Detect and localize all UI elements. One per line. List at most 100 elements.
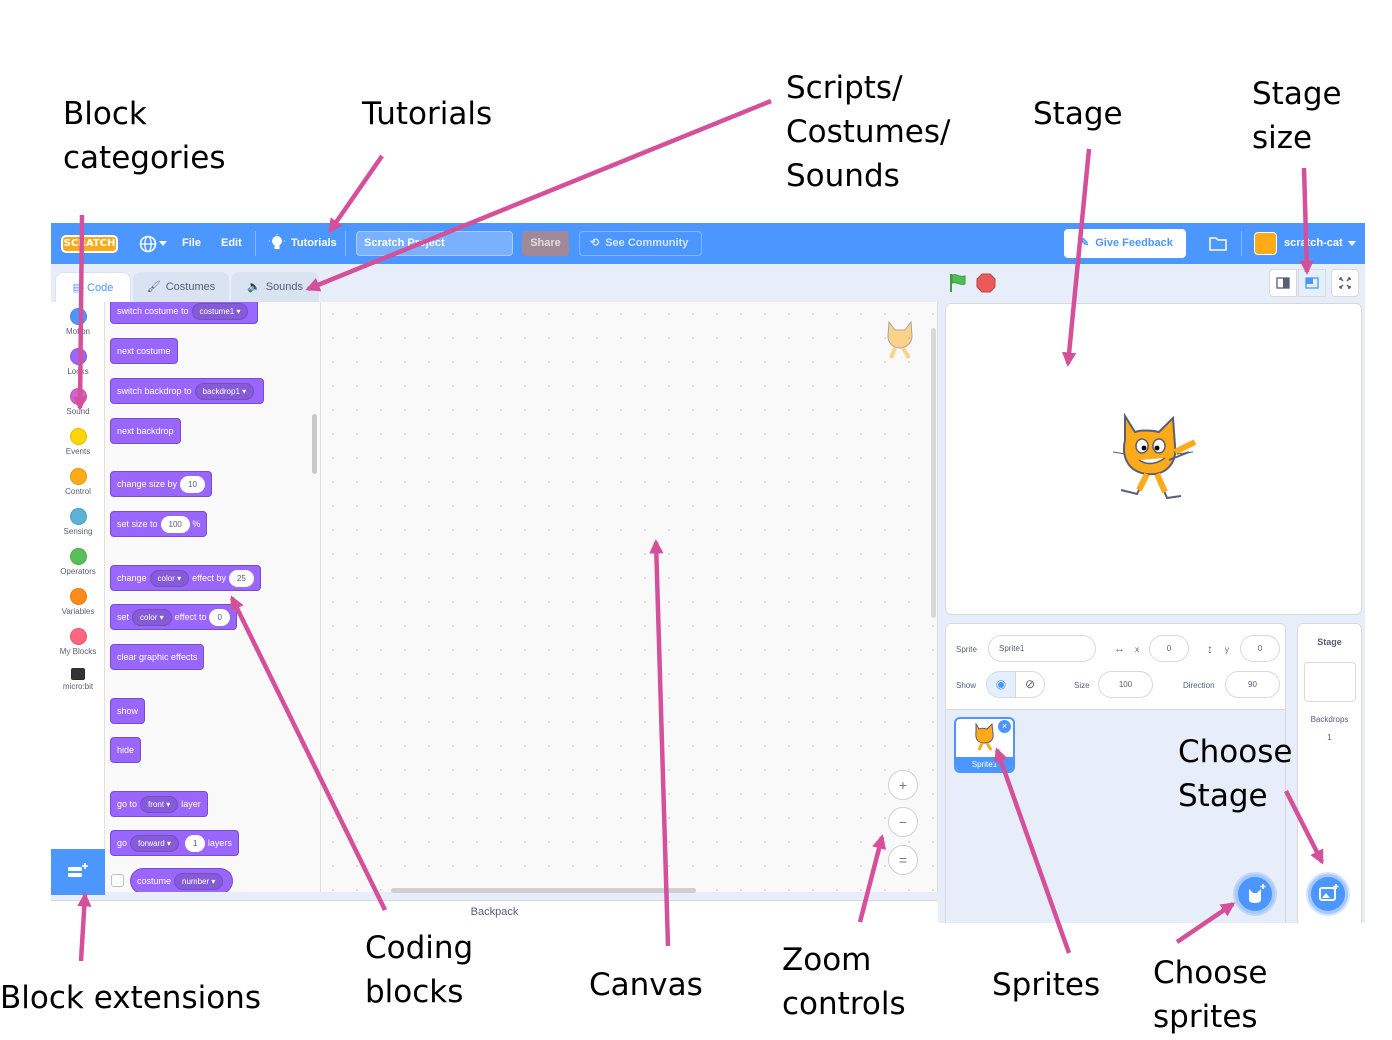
small-stage-button[interactable] <box>1269 269 1297 297</box>
scratch-logo[interactable]: SCRATCH <box>61 235 118 253</box>
green-flag-icon[interactable] <box>949 273 967 293</box>
sprite-list: Sprite1 × <box>945 710 1286 923</box>
eye-slash-icon: ⊘ <box>1024 677 1036 691</box>
edit-menu[interactable]: Edit <box>221 237 242 249</box>
choose-sprite-button[interactable] <box>1235 874 1275 914</box>
stage-panel-title: Stage <box>1317 637 1342 647</box>
hide-block[interactable]: hide <box>110 737 142 763</box>
annotation-stage-size: Stage size <box>1252 76 1342 156</box>
username-label[interactable]: scratch-cat <box>1284 237 1343 249</box>
stop-icon[interactable] <box>976 273 996 293</box>
layer-dropdown[interactable]: front ▾ <box>140 796 179 814</box>
show-hidden-button[interactable]: ⊘ <box>1015 671 1045 698</box>
block-text: switch backdrop to <box>117 386 192 396</box>
see-community-button[interactable]: ⟲ See Community <box>579 231 702 256</box>
normal-stage-icon <box>1305 277 1319 289</box>
pencil-icon: ✎ <box>1080 237 1090 249</box>
palette-scrollbar[interactable] <box>312 414 317 474</box>
code-canvas[interactable]: + − = <box>321 302 938 893</box>
category-operators[interactable]: Operators <box>51 548 105 576</box>
effect-dropdown[interactable]: color ▾ <box>132 609 172 627</box>
category-label: Operators <box>60 567 96 576</box>
clear-effects-block[interactable]: clear graphic effects <box>110 644 205 670</box>
block-text: switch costume to <box>117 306 189 316</box>
add-extension-button[interactable] <box>51 849 105 895</box>
next-backdrop-block[interactable]: next backdrop <box>110 418 181 444</box>
category-variables[interactable]: Variables <box>51 588 105 616</box>
tab-sounds[interactable]: 🔈Sounds <box>231 272 319 302</box>
category-control[interactable]: Control <box>51 468 105 496</box>
share-button[interactable]: Share <box>522 231 569 256</box>
arrow-choose-stage <box>1283 789 1325 865</box>
choose-backdrop-button[interactable] <box>1308 874 1348 914</box>
effect-input[interactable]: 0 <box>209 609 230 627</box>
sprite-name-input[interactable]: Sprite1 <box>988 635 1096 662</box>
tab-costumes-label: Costumes <box>165 281 216 293</box>
size-input[interactable]: 100 <box>1098 671 1153 698</box>
x-input[interactable]: 0 <box>1149 635 1189 662</box>
category-sensing[interactable]: Sensing <box>51 508 105 536</box>
effect-dropdown[interactable]: color ▾ <box>149 570 190 588</box>
category-label: Sensing <box>63 527 93 536</box>
delete-sprite-icon[interactable]: × <box>998 720 1011 733</box>
next-costume-block[interactable]: next costume <box>110 338 178 364</box>
size-input[interactable]: 100 <box>160 516 190 534</box>
canvas-horizontal-scrollbar[interactable] <box>391 888 696 893</box>
folder-icon[interactable] <box>1209 236 1227 251</box>
size-input[interactable]: 10 <box>180 476 205 494</box>
zoom-in-button[interactable]: + <box>888 770 918 800</box>
stage[interactable] <box>945 303 1362 615</box>
chevron-down-icon <box>159 241 167 246</box>
avatar[interactable] <box>1254 232 1277 255</box>
costume-dropdown[interactable]: costume1 ▾ <box>191 303 249 321</box>
direction-dropdown[interactable]: forward ▾ <box>130 835 179 853</box>
zoom-reset-button[interactable]: = <box>888 845 918 875</box>
dropdown-value: color <box>140 613 158 623</box>
category-my-blocks[interactable]: My Blocks <box>51 628 105 656</box>
cat-thumbnail-icon <box>975 723 994 751</box>
annotation-scripts-costumes-sounds: Scripts/ Costumes/ Sounds <box>786 70 951 194</box>
block-text: layer <box>181 799 201 809</box>
category-label: Variables <box>61 607 95 616</box>
backdrop-dropdown[interactable]: backdrop1 ▾ <box>194 383 255 401</box>
project-title-input[interactable]: Scratch Project <box>356 231 513 256</box>
category-micro-bit[interactable]: micro:bit <box>51 668 105 691</box>
category-events[interactable]: Events <box>51 428 105 456</box>
tab-costumes[interactable]: 🖌Costumes <box>133 272 229 302</box>
fullscreen-button[interactable] <box>1331 269 1359 297</box>
reporter-checkbox[interactable] <box>111 874 124 887</box>
costume-number-dropdown[interactable]: number ▾ <box>174 873 224 891</box>
code-icon: ▤ <box>72 282 84 294</box>
sprite-thumbnail[interactable]: Sprite1 × <box>954 717 1015 773</box>
see-community-label: See Community <box>605 237 689 249</box>
show-block[interactable]: show <box>110 698 146 724</box>
unit-text: % <box>192 519 201 529</box>
backdrop-thumbnail[interactable] <box>1304 662 1356 702</box>
globe-icon[interactable] <box>139 235 157 253</box>
scratch-cat-sprite[interactable] <box>1111 412 1199 504</box>
block-text: set <box>117 612 130 622</box>
effect-input[interactable]: 25 <box>228 570 254 588</box>
tutorials-button[interactable]: Tutorials <box>291 237 337 249</box>
file-menu[interactable]: File <box>182 237 201 249</box>
remix-icon: ⟲ <box>590 237 600 249</box>
y-input[interactable]: 0 <box>1240 635 1280 662</box>
tab-code-label: Code <box>87 282 114 294</box>
layers-input[interactable]: 1 <box>184 835 206 853</box>
direction-label: Direction <box>1183 681 1215 690</box>
canvas-vertical-scrollbar[interactable] <box>931 328 936 618</box>
direction-input[interactable]: 90 <box>1225 671 1280 698</box>
backpack[interactable]: Backpack <box>51 900 938 923</box>
zoom-out-button[interactable]: − <box>888 807 918 837</box>
tab-code[interactable]: ▤Code <box>55 272 131 302</box>
give-feedback-button[interactable]: ✎Give Feedback <box>1064 229 1186 258</box>
